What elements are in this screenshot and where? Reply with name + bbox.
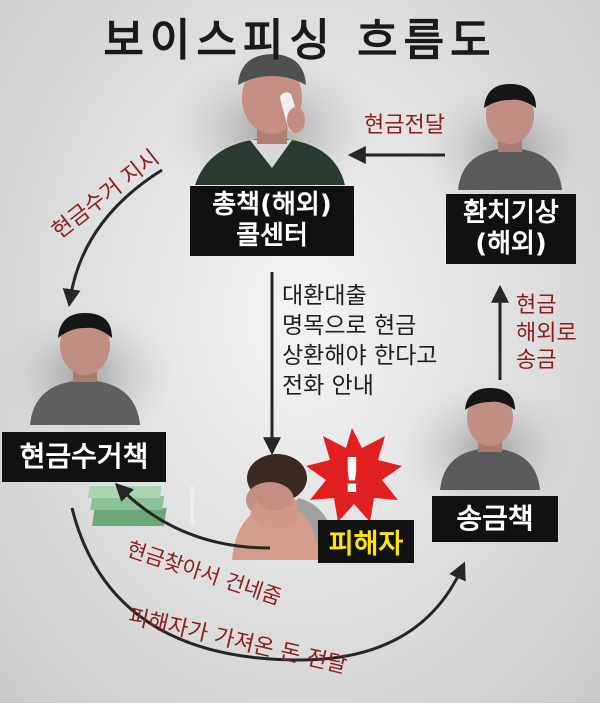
cash-stack-icon	[88, 486, 194, 526]
phone-call-line4: 전화 안내	[282, 372, 374, 399]
collect-order-label: 현금수거 지시	[48, 145, 165, 244]
overseas-remit-line2: 해외로	[516, 320, 577, 346]
exchanger-label-line1: 환치기상	[463, 198, 559, 228]
alert-burst-icon	[306, 428, 402, 522]
boss-figure-icon	[195, 54, 345, 185]
overseas-remit-line3: 송금	[516, 348, 557, 373]
overseas-remit-line1: 현금	[516, 293, 557, 318]
overseas-remit-label: 현금 해외로 송금	[516, 292, 577, 375]
hq-label-line1: 총책(해외)	[212, 190, 332, 220]
hq-label: 총책(해외) 콜센터	[190, 186, 354, 257]
phone-call-line3: 상환해야 한다고	[282, 342, 438, 369]
bring-cash-label: 피해자가 가져온 돈 전달	[126, 604, 349, 679]
arrow-hq-to-collector	[62, 168, 163, 308]
phone-call-line2: 명목으로 현금	[282, 312, 417, 339]
alert-mark: !	[341, 448, 363, 504]
remitter-label: 송금책	[432, 496, 558, 542]
cash-delivery-label: 현금전달	[364, 113, 445, 138]
victim-label: 피해자	[318, 520, 414, 563]
remitter-figure-icon	[440, 388, 540, 490]
arrow-victim-to-collector	[114, 482, 271, 550]
phone-call-line1: 대환대출	[282, 283, 367, 309]
exchanger-label: 환치기상 (해외)	[446, 194, 576, 265]
exchanger-label-line2: (해외)	[475, 229, 547, 260]
page-title: 보이스피싱 흐름도	[103, 15, 497, 66]
hq-label-line2: 콜센터	[236, 221, 308, 252]
collector-figure-icon	[30, 313, 140, 425]
phone-call-label: 대환대출 명목으로 현금 상환해야 한다고 전화 안내	[282, 282, 437, 402]
arrow-collector-to-remitter	[70, 507, 466, 662]
exchanger-figure-icon	[458, 84, 562, 190]
collector-label: 현금수거책	[2, 432, 166, 482]
